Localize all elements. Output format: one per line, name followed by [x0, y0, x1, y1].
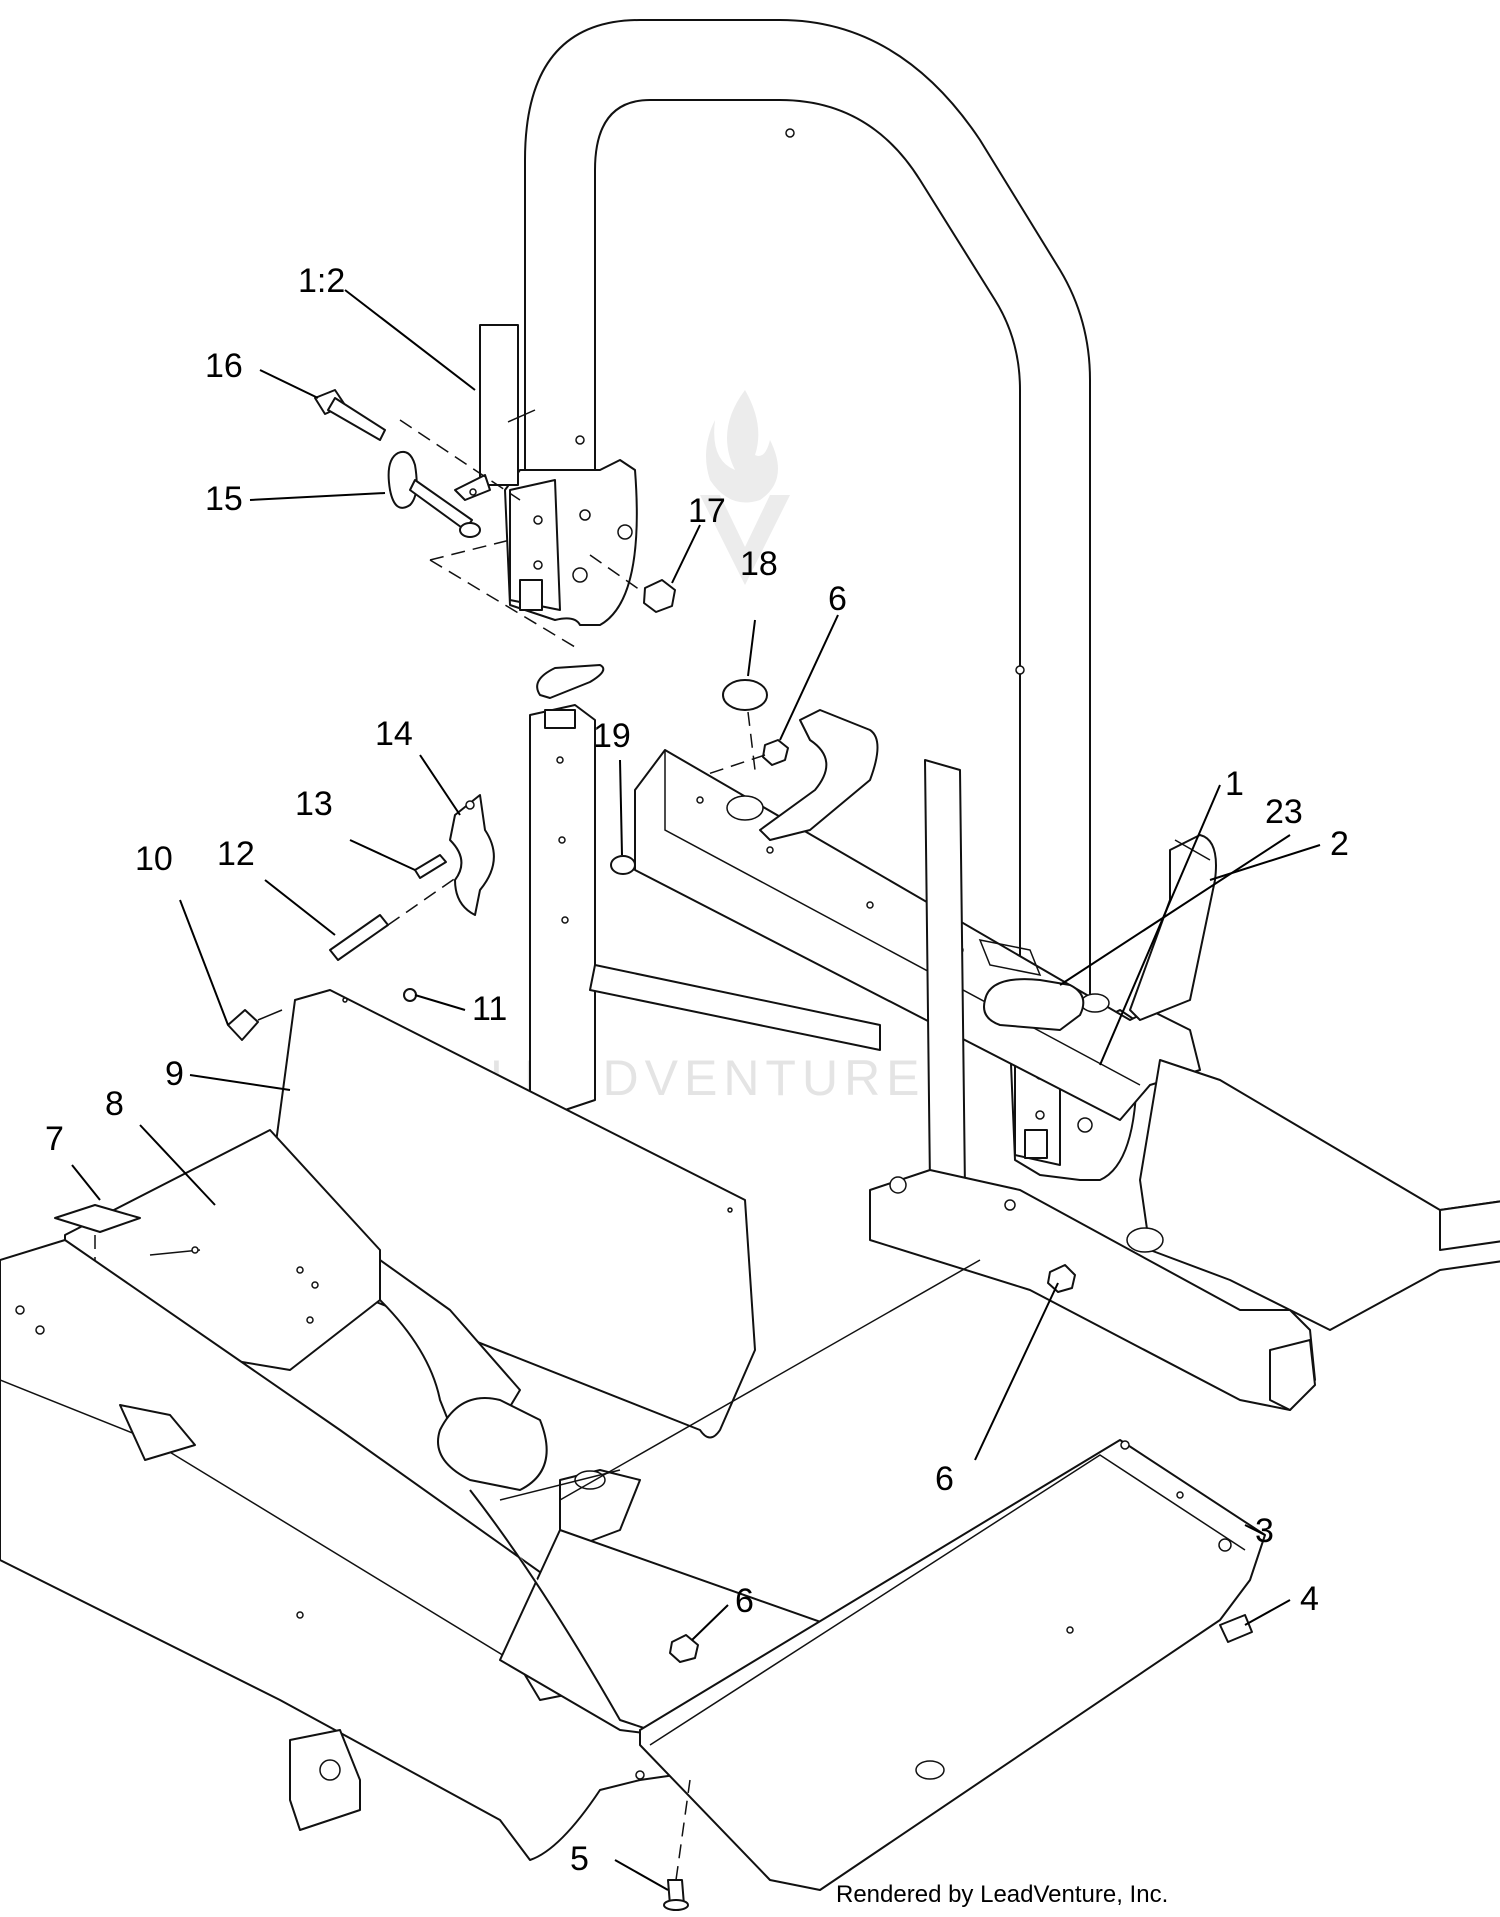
callout-5: 5	[570, 1840, 589, 1878]
leader-lines	[71, 289, 1321, 1891]
callout-23: 23	[1265, 793, 1303, 831]
v-logo-icon	[700, 495, 790, 585]
pad-23	[983, 978, 1085, 1031]
decal-7	[54, 1204, 141, 1233]
callout-15: 15	[205, 480, 243, 518]
left-hinge-bracket	[504, 459, 638, 626]
decal-1-2	[479, 324, 519, 486]
bolt-12	[329, 914, 389, 961]
callout-13: 13	[295, 785, 333, 823]
plug-18	[722, 679, 768, 711]
nut-11	[403, 988, 417, 1002]
nut-6-middle	[1047, 1264, 1076, 1293]
plate-14	[449, 794, 495, 916]
callout-4: 4	[1300, 1580, 1319, 1618]
bolt-16	[314, 389, 386, 441]
hitch-pin-15	[387, 450, 491, 538]
callout-19: 19	[593, 717, 631, 755]
nut-6-lower	[669, 1634, 699, 1663]
credit-text: Rendered by LeadVenture, Inc.	[836, 1881, 1168, 1908]
callout-18: 18	[740, 545, 778, 583]
hair-pin	[536, 664, 605, 699]
callout-8: 8	[105, 1085, 124, 1123]
callout-1-2: 1:2	[298, 262, 345, 300]
callouts: 1:2 16 15 17 18 6 19 14 13 12 10 11 9 8 …	[45, 262, 1349, 1878]
latch-10	[227, 1009, 283, 1041]
callout-14: 14	[375, 715, 413, 753]
chassis	[0, 1239, 981, 1861]
flame-icon	[706, 390, 778, 503]
callout-7: 7	[45, 1120, 64, 1158]
bolt-4	[1219, 1614, 1253, 1643]
rops-hoop	[524, 19, 1091, 1021]
bolt-13	[414, 854, 447, 879]
callout-6-middle: 6	[935, 1460, 954, 1498]
nut-17	[643, 579, 676, 613]
callout-1: 1	[1225, 765, 1244, 803]
deck-plate-3	[639, 1439, 1266, 1891]
callout-3: 3	[1255, 1512, 1274, 1550]
callout-16: 16	[205, 347, 243, 385]
callout-10: 10	[135, 840, 173, 878]
bolt-5	[663, 1779, 691, 1911]
nut-6-top	[762, 739, 789, 766]
callout-11: 11	[472, 990, 507, 1028]
callout-9: 9	[165, 1055, 184, 1093]
callout-6-top: 6	[828, 580, 847, 618]
callout-6-lower: 6	[735, 1582, 754, 1620]
callout-12: 12	[217, 835, 255, 873]
frame-2	[529, 704, 1500, 1411]
callout-17: 17	[688, 492, 726, 530]
washer-19	[610, 855, 636, 875]
callout-2: 2	[1330, 825, 1349, 863]
